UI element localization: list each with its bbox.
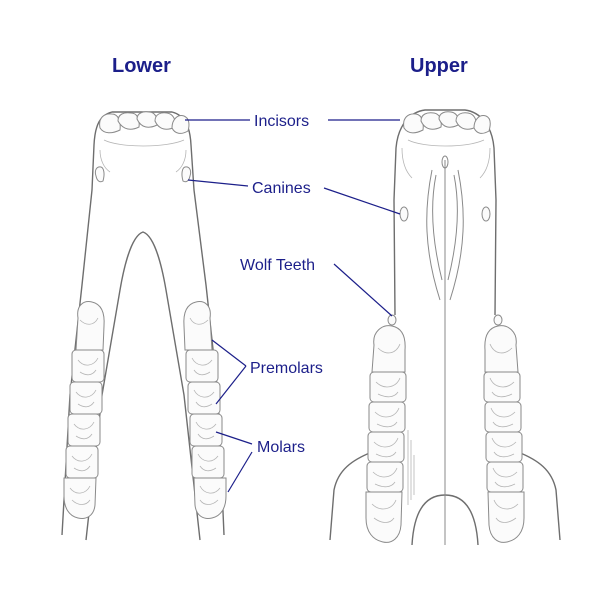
incisive-papilla — [441, 155, 449, 169]
upper-jaw-flare-left — [329, 451, 373, 541]
upper-jaw-drawing — [329, 109, 561, 546]
lower-left-cheek-teeth — [63, 301, 105, 519]
upper-incisors — [401, 111, 491, 179]
lower-jaw-title: Lower — [112, 55, 171, 77]
incisors-label: Incisors — [254, 113, 309, 130]
canines-label: Canines — [252, 180, 311, 197]
leader-lines — [185, 119, 401, 493]
lower-incisors — [99, 111, 190, 173]
premolars-leader-upper — [211, 339, 247, 367]
upper-jaw-flare-right — [517, 451, 561, 541]
palatal-ridges — [426, 169, 464, 301]
upper-jaw-title: Upper — [410, 55, 468, 77]
wolf-teeth — [387, 314, 503, 326]
lower-jaw-inner-v — [85, 231, 201, 541]
upper-right-cheek-teeth — [483, 325, 525, 543]
molars-label: Molars — [257, 439, 305, 456]
molars-leader-lower — [227, 451, 253, 493]
canines-leader-right — [323, 187, 401, 215]
canines-leader-left — [187, 179, 249, 187]
molars-leader-upper — [215, 431, 253, 445]
upper-canines — [399, 206, 491, 222]
palate-hatch-marks — [407, 430, 415, 505]
lower-right-cheek-teeth — [183, 301, 227, 519]
wolf-teeth-label: Wolf Teeth — [240, 257, 315, 274]
wolf-teeth-leader — [333, 263, 393, 317]
upper-left-cheek-teeth — [365, 325, 407, 543]
lower-jaw-drawing — [61, 111, 227, 541]
upper-jaw-outline — [393, 109, 497, 316]
premolars-leader-lower — [215, 365, 247, 405]
lower-canines — [94, 166, 192, 183]
premolars-label: Premolars — [250, 360, 323, 377]
